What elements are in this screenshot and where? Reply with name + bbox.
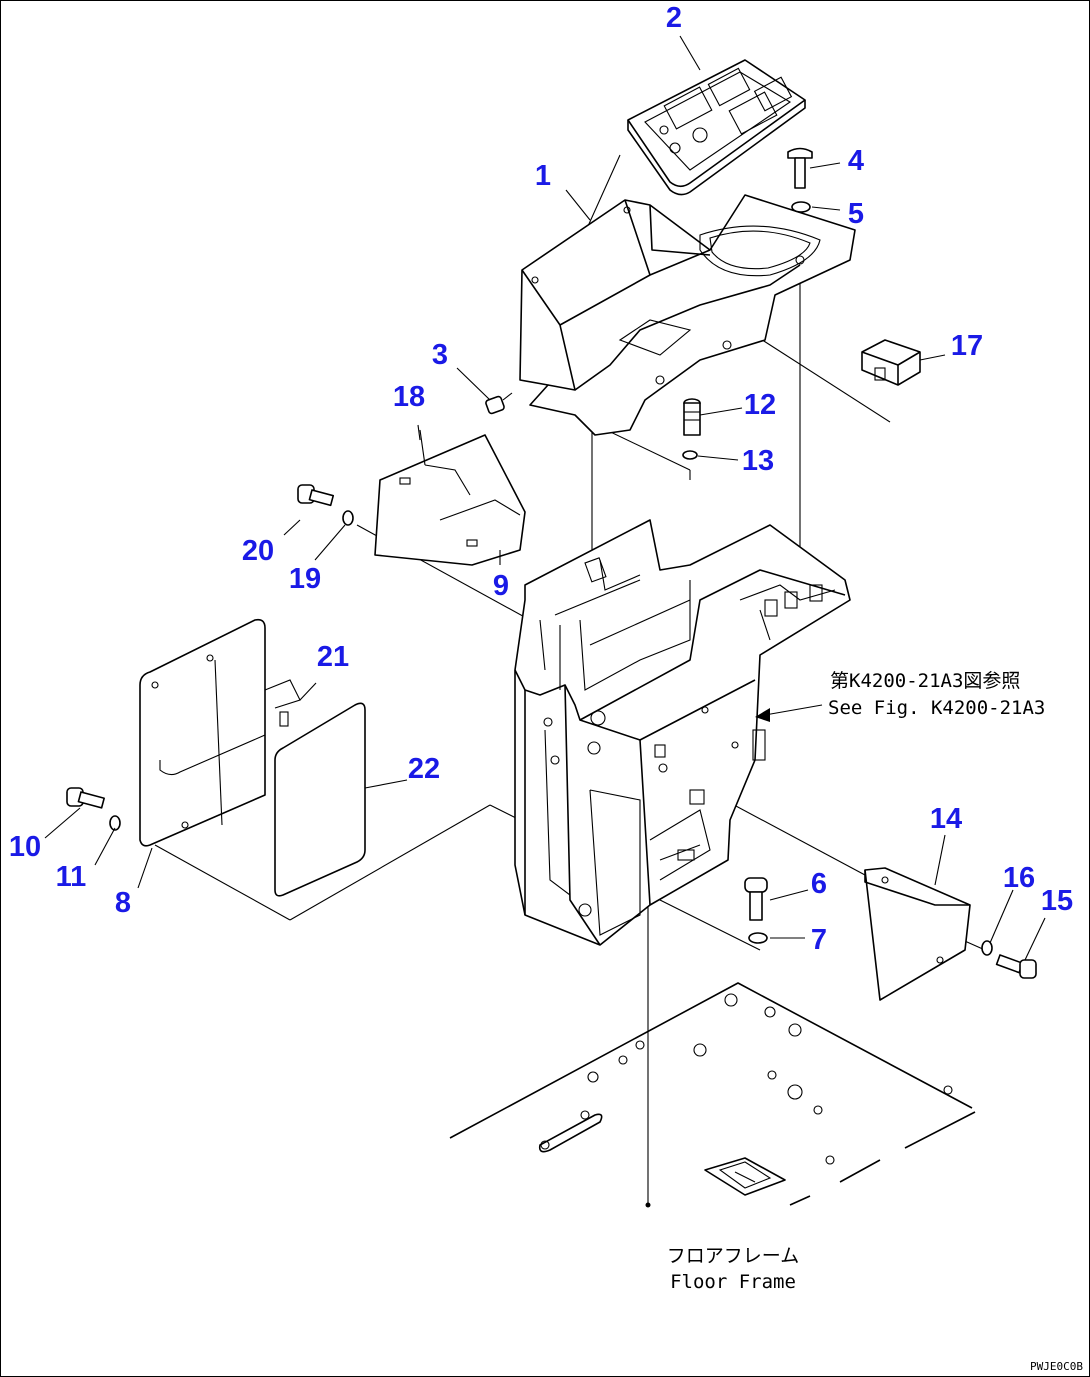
reference-note-japanese: 第K4200-21A3図参照	[830, 670, 1020, 692]
bolt-6	[744, 877, 768, 921]
washer-13	[682, 450, 698, 460]
cover-14	[864, 867, 971, 1001]
callout-7: 7	[811, 924, 827, 956]
callout-9: 9	[493, 570, 509, 602]
callout-labels: 1 2 3 4 5 6 7 8 9 10 11 12 13 14 15 16 1…	[9, 2, 1073, 956]
bolt-12	[683, 398, 701, 436]
bracket-plate-18	[374, 424, 526, 566]
console-body	[514, 519, 851, 946]
callout-19: 19	[289, 563, 321, 595]
floor-frame-label-english: Floor Frame	[670, 1271, 796, 1293]
side-cover-8	[139, 618, 301, 847]
callout-14: 14	[930, 803, 962, 835]
callout-6: 6	[811, 868, 827, 900]
floor-frame-drawing	[449, 982, 976, 1206]
callout-16: 16	[1003, 862, 1035, 894]
callout-17: 17	[951, 330, 983, 362]
callout-15: 15	[1041, 885, 1073, 917]
bolt-15	[995, 954, 1037, 979]
floor-frame-label-japanese: フロアフレーム	[667, 1245, 799, 1267]
bolt-10	[66, 787, 105, 809]
callout-8: 8	[115, 887, 131, 919]
sheet-22	[274, 702, 366, 897]
callout-18: 18	[393, 381, 425, 413]
callout-11: 11	[56, 861, 87, 893]
callout-5: 5	[848, 198, 864, 230]
callout-2: 2	[666, 2, 682, 34]
monitor-panel-part	[627, 59, 806, 196]
washer-7	[748, 932, 768, 944]
callout-13: 13	[742, 445, 774, 477]
callout-10: 10	[9, 831, 41, 863]
callout-12: 12	[744, 389, 776, 421]
washer-5	[791, 201, 811, 213]
callout-1: 1	[535, 160, 551, 192]
bolt-20	[297, 484, 335, 507]
callout-3: 3	[432, 339, 448, 371]
washer-19	[342, 510, 354, 526]
reference-arrow	[755, 704, 823, 722]
callout-leaders	[44, 35, 1046, 961]
console-cover-part	[519, 194, 856, 436]
reference-note-english: See Fig. K4200-21A3	[828, 697, 1045, 719]
callout-22: 22	[408, 753, 440, 785]
switch-17	[861, 339, 921, 386]
bolt-3	[485, 392, 513, 415]
callout-4: 4	[848, 145, 864, 177]
drawing-code: PWJE0C0B	[1030, 1360, 1083, 1373]
bolt-4	[787, 147, 813, 189]
washer-11	[109, 815, 121, 831]
washer-16	[981, 940, 993, 956]
callout-20: 20	[242, 535, 274, 567]
callout-21: 21	[317, 641, 349, 673]
